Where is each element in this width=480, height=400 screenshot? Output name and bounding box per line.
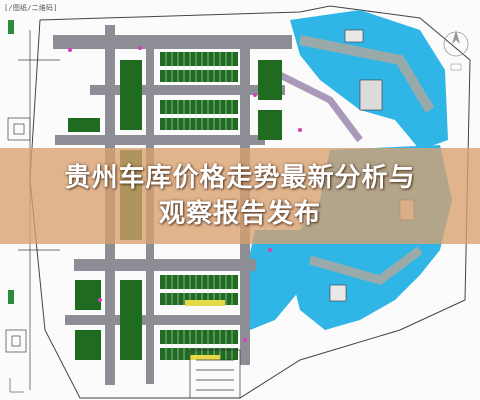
drawing-title-label: [/图纸/二维码] (4, 4, 58, 12)
headline-banner: 贵州车库价格走势最新分析与 观察报告发布 (0, 148, 480, 244)
compass-icon (443, 30, 469, 71)
axis-icon (9, 378, 24, 393)
headline-line-1: 贵州车库价格走势最新分析与 (64, 163, 416, 193)
parking-stalls (68, 52, 282, 360)
headline-line-2: 观察报告发布 (158, 199, 321, 229)
